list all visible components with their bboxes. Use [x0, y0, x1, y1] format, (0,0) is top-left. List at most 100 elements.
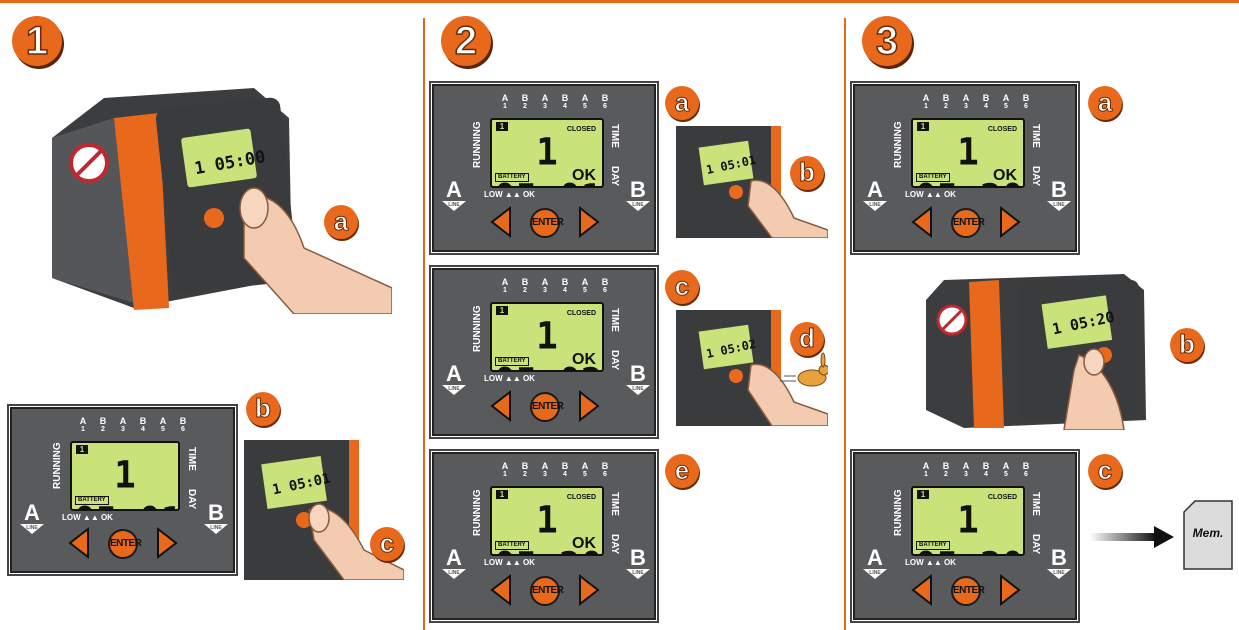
- closed-label: CLOSED: [566, 494, 596, 501]
- channel-number: 4: [563, 103, 567, 110]
- low-ok-label: LOW ▲▲ OK: [484, 190, 535, 199]
- channel-label: A: [581, 93, 589, 103]
- device-photo-step1c: 1 05:01: [244, 440, 404, 580]
- channel-number: 3: [964, 103, 968, 110]
- lcd-display: 1 CLOSED 1 05:02 BATTERY OK: [490, 302, 604, 372]
- closed-label: CLOSED: [987, 494, 1017, 501]
- battery-indicator: BATTERY: [75, 496, 109, 505]
- low-ok-label: LOW ▲▲ OK: [905, 190, 956, 199]
- channel-number: 6: [1024, 103, 1028, 110]
- day-label: DAY: [609, 534, 620, 555]
- lcd-display: 1 CLOSED 1 05:20 BATTERY: [911, 486, 1025, 556]
- time-label: TIME: [1030, 492, 1041, 516]
- left-arrow-icon[interactable]: [490, 206, 512, 238]
- battery-indicator: BATTERY: [916, 173, 950, 182]
- left-arrow-icon[interactable]: [911, 206, 933, 238]
- badge-step3b: b: [1170, 328, 1204, 362]
- right-arrow-icon[interactable]: [578, 574, 600, 606]
- battery-indicator: BATTERY: [495, 357, 529, 366]
- channel-number: 5: [583, 471, 587, 478]
- channel-label: A: [1002, 461, 1010, 471]
- lcd-display: 1 CLOSED 1 05:01 BATTERY OK: [490, 118, 604, 188]
- badge-step2b: b: [790, 156, 824, 190]
- channel-number: 4: [141, 426, 145, 433]
- enter-button[interactable]: ENTER: [951, 576, 985, 606]
- left-arrow-icon[interactable]: [68, 527, 90, 559]
- channel-label: B: [942, 461, 950, 471]
- left-arrow-icon[interactable]: [490, 390, 512, 422]
- badge-step2a: a: [665, 86, 699, 120]
- right-arrow-icon[interactable]: [156, 527, 178, 559]
- time-label: TIME: [1030, 124, 1041, 148]
- memory-label: Mem.: [1192, 526, 1224, 540]
- closed-label: CLOSED: [566, 126, 596, 133]
- controller-panel-step2a: A B A B A B 1 CLOSED 1 05:01 BATTERY OK …: [432, 84, 656, 252]
- enter-button[interactable]: ENTER: [108, 529, 142, 559]
- enter-button[interactable]: ENTER: [530, 576, 564, 606]
- battery-indicator: BATTERY: [916, 541, 950, 550]
- channel-number: 5: [583, 103, 587, 110]
- right-arrow-icon[interactable]: [578, 390, 600, 422]
- channel-number: 4: [984, 471, 988, 478]
- right-arrow-icon[interactable]: [578, 206, 600, 238]
- day-label: DAY: [186, 489, 197, 510]
- channel-number: 1: [924, 471, 928, 478]
- time-label: TIME: [609, 124, 620, 148]
- right-arrow-icon[interactable]: [999, 206, 1021, 238]
- enter-button[interactable]: ENTER: [530, 208, 564, 238]
- battery-indicator: BATTERY: [495, 541, 529, 550]
- channel-number: 2: [523, 471, 527, 478]
- enter-button[interactable]: ENTER: [951, 208, 985, 238]
- low-ok-label: LOW ▲▲ OK: [62, 513, 113, 522]
- left-arrow-icon[interactable]: [490, 574, 512, 606]
- ok-label: OK: [572, 167, 596, 184]
- rabbit-icon: [780, 352, 828, 387]
- closed-label: CLOSED: [566, 310, 596, 317]
- channel-number: 2: [523, 103, 527, 110]
- channel-number: 4: [563, 287, 567, 294]
- channel-number: 5: [1004, 471, 1008, 478]
- time-label: TIME: [609, 492, 620, 516]
- channel-number: 5: [161, 426, 165, 433]
- channel-label: B: [601, 461, 609, 471]
- left-arrow-icon[interactable]: [911, 574, 933, 606]
- controller-panel-step3c: A B A B A B 1 CLOSED 1 05:20 BATTERY RUN…: [853, 452, 1077, 620]
- enter-button[interactable]: ENTER: [530, 392, 564, 422]
- channel-label: A: [922, 93, 930, 103]
- channel-number: 1: [81, 426, 85, 433]
- badge-step1b: b: [246, 392, 280, 426]
- day-label: DAY: [1030, 166, 1041, 187]
- column-divider-2: [844, 18, 846, 630]
- day-label: DAY: [609, 350, 620, 371]
- low-ok-label: LOW ▲▲ OK: [905, 558, 956, 567]
- right-arrow-icon[interactable]: [999, 574, 1021, 606]
- program-number: 1: [496, 490, 508, 499]
- controller-panel-step1b: A B A B A B 1 1 05:01 BATTERY RUNNING TI…: [10, 407, 235, 573]
- channel-number: 5: [1004, 103, 1008, 110]
- badge-step1c: c: [370, 527, 404, 561]
- badge-step2d: d: [790, 322, 824, 356]
- device-photo-step3b: 1 05:20: [924, 270, 1150, 430]
- channel-number: 2: [101, 426, 105, 433]
- channel-label: A: [501, 277, 509, 287]
- step-number-1: 1: [12, 16, 62, 66]
- badge-step3a: a: [1088, 86, 1122, 120]
- channel-label: B: [139, 416, 147, 426]
- day-label: DAY: [1030, 534, 1041, 555]
- column-divider-1: [423, 18, 425, 630]
- channel-number: 1: [503, 103, 507, 110]
- channel-label: A: [501, 93, 509, 103]
- ok-label: OK: [572, 351, 596, 368]
